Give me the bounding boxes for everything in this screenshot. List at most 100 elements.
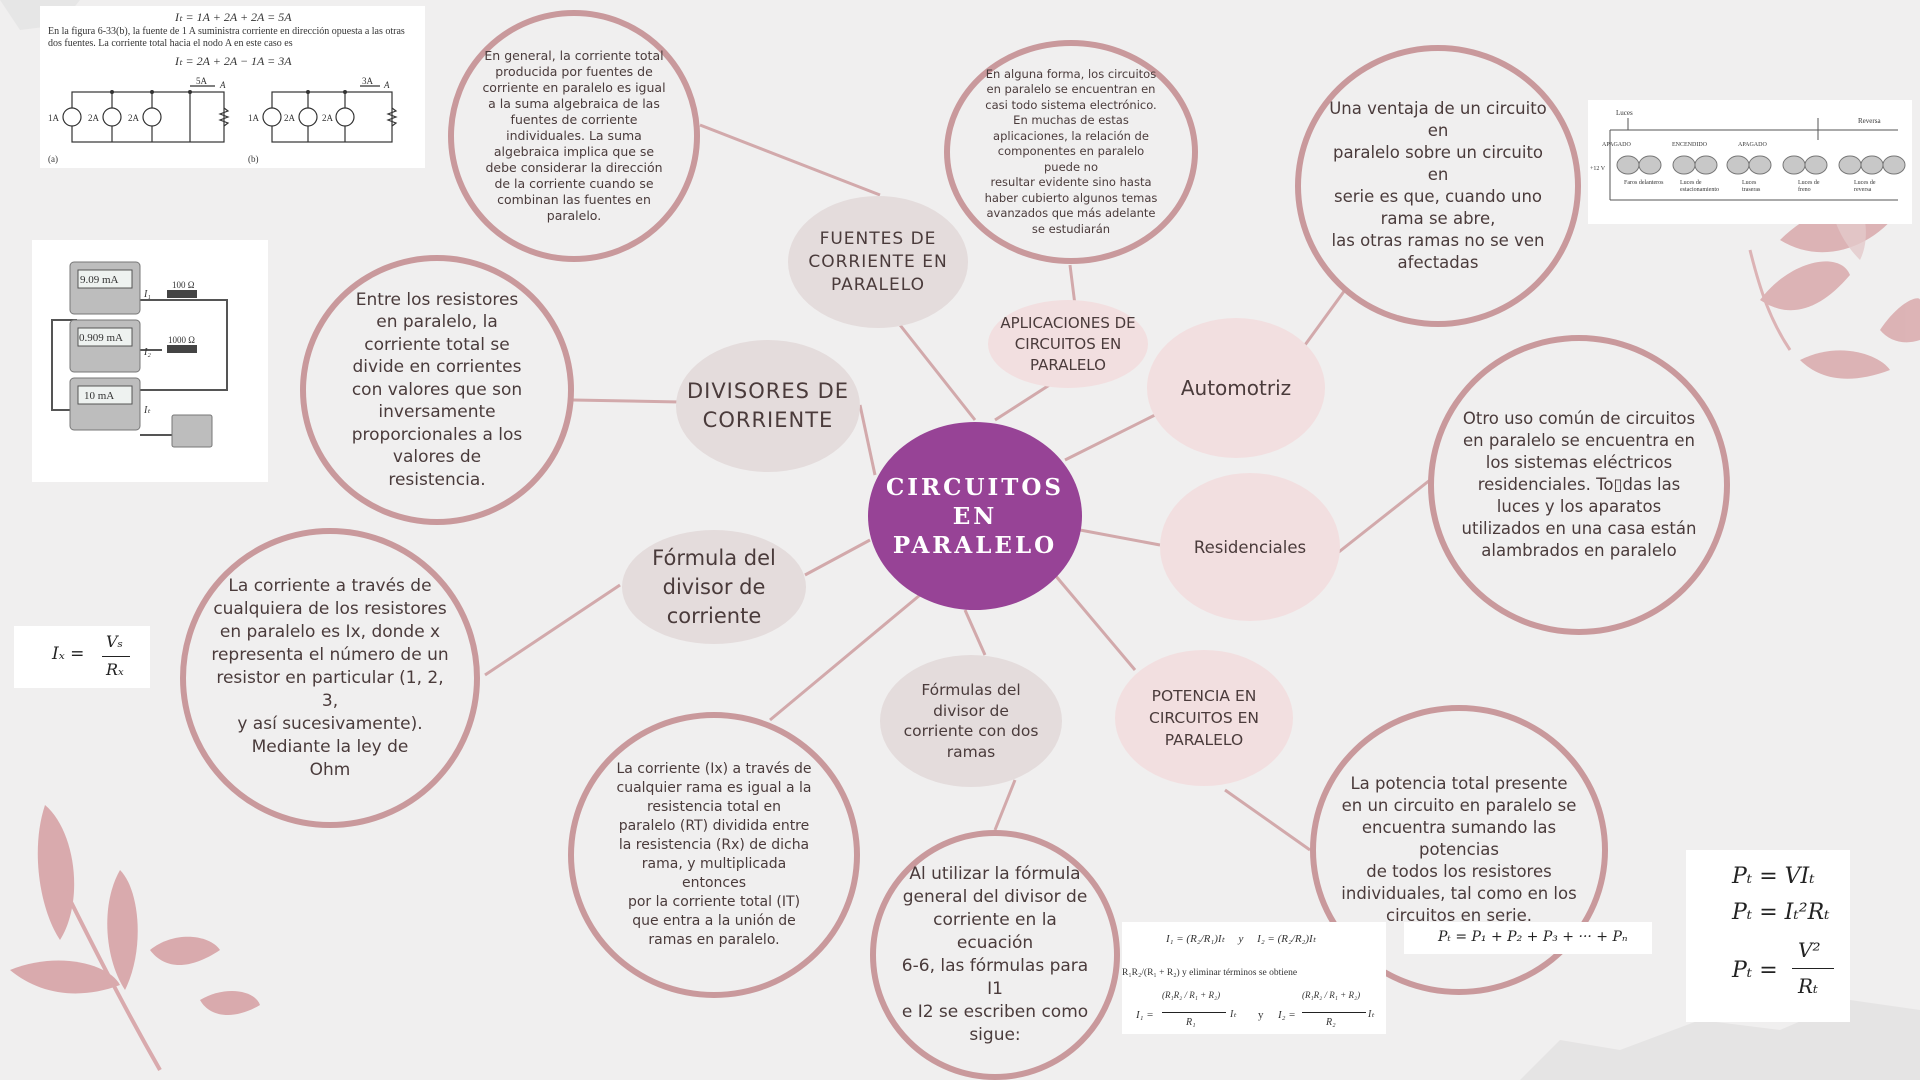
note-ohm-text: La corriente a través de cualquiera de l… xyxy=(211,575,449,780)
fuentes-label-b: (b) xyxy=(248,154,259,164)
fuentes-src-b2: 2A xyxy=(284,113,295,123)
note-formula-divisor-text: La corriente (Ix) a través de cualquier … xyxy=(616,761,812,948)
fuentes-node-a: A xyxy=(220,80,226,90)
branch-fuentes-label: FUENTES DE CORRIENTE EN PARALELO xyxy=(808,228,948,295)
power-sum-text: Pₜ = P₁ + P₂ + P₃ + ··· + Pₙ xyxy=(1438,929,1628,945)
auto-label-freno: Luces de freno xyxy=(1798,180,1820,193)
two-branch-i1-den: R₁ xyxy=(1186,1017,1196,1028)
power-fraction-bar xyxy=(1792,968,1834,969)
branch-residenciales: Residenciales xyxy=(1160,473,1340,621)
central-topic-label: CIRCUITOS EN PARALELO xyxy=(885,473,1065,559)
branch-divisores: DIVISORES DE CORRIENTE xyxy=(676,340,860,472)
power-formula-2: Pₜ = Iₜ²Rₜ xyxy=(1732,900,1830,925)
meter-label-3: Iₜ xyxy=(144,405,151,416)
fuentes-label-a: (a) xyxy=(48,154,58,164)
auto-label-encendido: ENCENDIDO xyxy=(1672,142,1707,148)
meter-resistor-2: 1000 Ω xyxy=(168,335,195,345)
ohm-lhs: Iₓ = xyxy=(52,644,85,664)
meter-label-2: I₂ xyxy=(144,347,151,358)
branch-aplicaciones: APLICACIONES DE CIRCUITOS EN PARALELO xyxy=(988,300,1148,388)
two-branch-i2-num: (R₁R₂ / R₁ + R₂) xyxy=(1302,990,1361,1000)
two-branch-mid: R₁R₂/(R₁ + R₂) y eliminar términos se ob… xyxy=(1122,968,1298,978)
note-formulas-dos-ramas: Al utilizar la fórmula general del divis… xyxy=(870,830,1120,1080)
branch-formulas-dos-ramas-label: Fórmulas del divisor de corriente con do… xyxy=(903,681,1039,761)
note-divisores: Entre los resistores en paralelo, la cor… xyxy=(300,255,574,525)
ohm-num: Vₛ xyxy=(106,632,123,651)
auto-label-traseras: Luces traseras xyxy=(1742,180,1761,193)
fuentes-current-a: 5A xyxy=(196,76,207,86)
two-branch-i1-it: Iₜ xyxy=(1230,1009,1237,1020)
branch-residenciales-label: Residenciales xyxy=(1193,537,1307,557)
ohm-fraction-bar xyxy=(102,656,130,657)
branch-formula-divisor: Fórmula del divisor de corriente xyxy=(622,530,806,644)
note-automotriz-text: Una ventaja de un circuito en paralelo s… xyxy=(1329,99,1547,272)
branch-divisores-label: DIVISORES DE CORRIENTE xyxy=(686,379,850,432)
note-formulas-dos-ramas-text: Al utilizar la fórmula general del divis… xyxy=(901,864,1089,1045)
note-divisores-text: Entre los resistores en paralelo, la cor… xyxy=(351,289,523,490)
auto-label-faros: Faros delanteros xyxy=(1624,180,1664,186)
auto-label-reversa: Reversa xyxy=(1858,117,1881,125)
branch-potencia: POTENCIA EN CIRCUITOS EN PARALELO xyxy=(1115,650,1293,786)
auto-label-luces: Luces xyxy=(1616,109,1633,117)
meters-circuit-diagram xyxy=(51,261,228,448)
branch-aplicaciones-label: APLICACIONES DE CIRCUITOS EN PARALELO xyxy=(1000,313,1136,374)
meter-reading-1: 9.09 mA xyxy=(80,274,119,286)
fuentes-caption: En la figura 6-33(b), la fuente de 1 A s… xyxy=(48,26,405,49)
auto-label-estacionamiento: Luces de estacionamiento xyxy=(1680,180,1719,193)
fuentes-circuit-diagram xyxy=(62,85,398,143)
note-aplicaciones-text: En alguna forma, los circuitos en parale… xyxy=(984,66,1158,236)
note-ohm: La corriente a través de cualquiera de l… xyxy=(180,528,480,828)
two-branch-i1-bar xyxy=(1162,1012,1226,1013)
meters-figure: 9.09 mA 0.909 mA 10 mA 100 Ω 1000 Ω I₁ I… xyxy=(32,240,268,482)
fuentes-current-b: 3A xyxy=(362,76,373,86)
meter-reading-2: 0.909 mA xyxy=(79,332,123,344)
two-branch-i1-num: (R₁R₂ / R₁ + R₂) xyxy=(1162,990,1221,1000)
branch-formula-divisor-label: Fórmula del divisor de corriente xyxy=(652,545,776,628)
two-branch-formulas: I₁ = (R₂/R₁)Iₜ y I₂ = (R₂/R₂)Iₜ R₁R₂/(R₁… xyxy=(1122,922,1386,1034)
fuentes-eq1: Iₜ = 1A + 2A + 2A = 5A xyxy=(175,10,292,24)
fuentes-src-b1: 1A xyxy=(248,113,259,123)
fuentes-src-a2: 2A xyxy=(88,113,99,123)
power-sum-formula: Pₜ = P₁ + P₂ + P₃ + ··· + Pₙ xyxy=(1404,922,1652,954)
auto-label-apagado: APAGADO xyxy=(1602,142,1631,148)
note-potencia-text: La potencia total presente en un circuit… xyxy=(1341,774,1577,925)
fuentes-figure: Iₜ = 1A + 2A + 2A = 5A En la figura 6-33… xyxy=(40,6,425,168)
two-branch-i2-den: R₂ xyxy=(1326,1017,1336,1028)
note-fuentes-text: En general, la corriente total producida… xyxy=(482,48,666,223)
note-residenciales: Otro uso común de circuitos en paralelo … xyxy=(1428,335,1730,635)
branch-automotriz: Automotriz xyxy=(1147,318,1325,458)
note-aplicaciones: En alguna forma, los circuitos en parale… xyxy=(944,40,1198,264)
branch-automotriz-label: Automotriz xyxy=(1180,376,1292,400)
power-formula-1: Pₜ = VIₜ xyxy=(1732,864,1815,889)
two-branch-y: y xyxy=(1258,1009,1264,1021)
auto-circuit-diagram xyxy=(1609,118,1906,201)
note-automotriz: Una ventaja de un circuito en paralelo s… xyxy=(1295,45,1581,327)
auto-figure: Luces APAGADO ENCENDIDO APAGADO Reversa … xyxy=(1588,100,1912,224)
note-formula-divisor: La corriente (Ix) a través de cualquier … xyxy=(568,712,860,998)
power-formulas: Pₜ = VIₜ Pₜ = Iₜ²Rₜ Pₜ = V² Rₜ xyxy=(1686,850,1850,1022)
two-branch-i1-lhs: I₁ = xyxy=(1136,1009,1154,1021)
note-fuentes: En general, la corriente total producida… xyxy=(448,10,700,262)
auto-label-voltage: +12 V xyxy=(1590,166,1606,172)
fuentes-src-b3: 2A xyxy=(322,113,333,123)
two-branch-i2-it: Iₜ xyxy=(1368,1009,1375,1020)
meter-reading-3: 10 mA xyxy=(84,390,115,402)
power-formula-3-den: Rₜ xyxy=(1798,974,1818,998)
fuentes-node-b: A xyxy=(384,80,390,90)
branch-potencia-label: POTENCIA EN CIRCUITOS EN PARALELO xyxy=(1149,687,1259,749)
meter-label-1: I₁ xyxy=(144,289,151,300)
branch-formulas-dos-ramas: Fórmulas del divisor de corriente con do… xyxy=(880,655,1062,787)
fuentes-src-a1: 1A xyxy=(48,113,59,123)
note-residenciales-text: Otro uso común de circuitos en paralelo … xyxy=(1461,409,1697,560)
two-branch-i2-lhs: I₂ = xyxy=(1278,1009,1296,1021)
ohm-formula: Iₓ = Vₛ Rₓ xyxy=(14,626,150,688)
meter-resistor-1: 100 Ω xyxy=(172,280,195,290)
central-topic: CIRCUITOS EN PARALELO xyxy=(868,422,1082,610)
branch-fuentes: FUENTES DE CORRIENTE EN PARALELO xyxy=(788,196,968,328)
fuentes-src-a3: 2A xyxy=(128,113,139,123)
power-formula-3-num: V² xyxy=(1798,938,1821,962)
power-formula-3-lhs: Pₜ = xyxy=(1732,958,1778,983)
ohm-den: Rₓ xyxy=(106,660,124,679)
